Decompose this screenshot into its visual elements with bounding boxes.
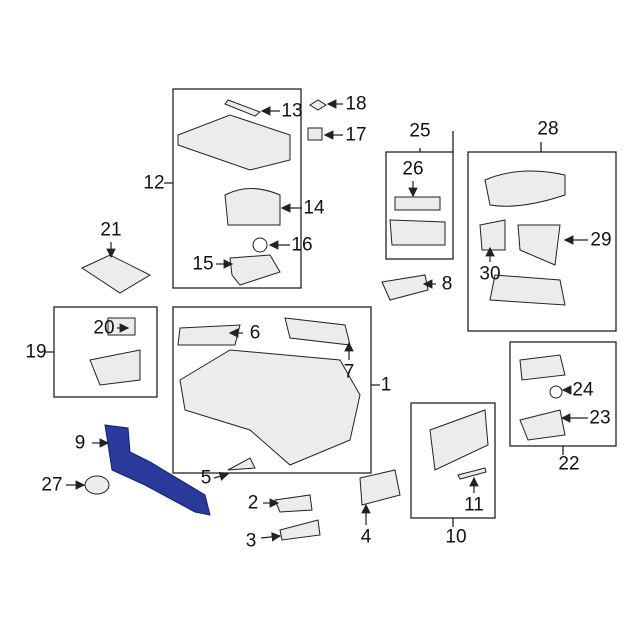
callout-25: 25: [409, 120, 431, 142]
callout-26: 26: [402, 158, 424, 180]
callout-27: 27: [41, 474, 63, 496]
callout-5: 5: [200, 467, 212, 489]
callout-9: 9: [74, 432, 86, 454]
callout-3: 3: [245, 530, 257, 552]
callout-20: 20: [93, 317, 115, 339]
callout-15: 15: [192, 253, 214, 275]
callout-6: 6: [249, 322, 261, 344]
leader-arrows: [66, 99, 588, 542]
callout-28: 28: [537, 118, 559, 140]
callout-2: 2: [247, 492, 259, 514]
callout-16: 16: [291, 234, 313, 256]
callout-24: 24: [572, 379, 594, 401]
callout-22: 22: [558, 453, 580, 475]
callout-10: 10: [445, 526, 467, 548]
callout-30: 30: [479, 263, 501, 285]
callout-21: 21: [100, 219, 122, 241]
callout-4: 4: [360, 526, 372, 548]
part-9-highlighted: [104, 424, 211, 516]
callout-8: 8: [441, 273, 453, 295]
callout-17: 17: [345, 124, 367, 146]
callout-7: 7: [343, 361, 355, 383]
callout-12: 12: [143, 172, 165, 194]
callout-23: 23: [589, 407, 611, 429]
callout-18: 18: [345, 93, 367, 115]
callout-11: 11: [464, 494, 484, 516]
callout-19: 19: [25, 341, 47, 363]
callout-29: 29: [590, 229, 612, 251]
group-box-28: [467, 151, 617, 332]
group-box-1: [172, 306, 372, 474]
callout-13: 13: [281, 100, 303, 122]
callout-1: 1: [380, 374, 392, 396]
callout-14: 14: [303, 197, 325, 219]
group-box-12: [172, 88, 302, 289]
part-shapes: [80, 99, 566, 541]
